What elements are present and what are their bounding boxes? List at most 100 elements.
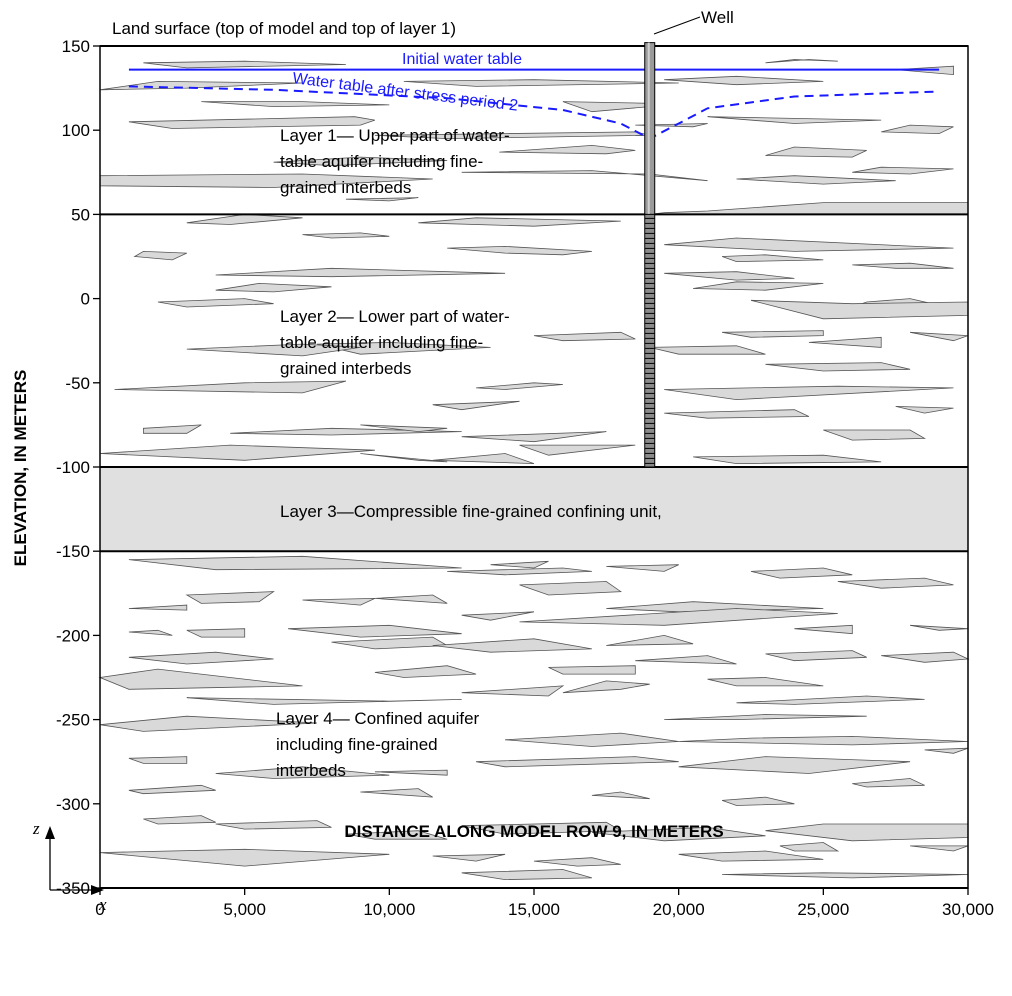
x-tick-label: 0 (95, 900, 104, 919)
interbed-lens (794, 624, 853, 635)
y-tick-label: -150 (56, 542, 90, 561)
land-surface-title: Land surface (top of model and top of la… (112, 19, 456, 38)
interbed-lens (215, 282, 332, 293)
interbed-lens (447, 567, 592, 576)
x-tick-label: 30,000 (942, 900, 994, 919)
interbed-lens (374, 665, 477, 678)
interbed-lens (316, 341, 491, 355)
confining-unit (100, 467, 968, 552)
y-tick-label: -350 (56, 879, 90, 898)
interbed-lens (678, 756, 911, 774)
y-tick-label: -100 (56, 458, 90, 477)
interbed-lens (707, 677, 824, 687)
interbed-lens (447, 245, 592, 256)
y-tick-label: -250 (56, 711, 90, 730)
interbed-lens (490, 560, 549, 569)
interbed-lens (186, 697, 462, 705)
interbed-lens (519, 444, 636, 456)
interbed-lens (736, 695, 925, 705)
layer-4-label: Layer 4— Confined aquifer including fine… (276, 709, 480, 780)
interbed-lens (273, 156, 448, 167)
interbed-lens (302, 598, 376, 606)
interbed-lens (722, 330, 824, 338)
svg-text:grained interbeds: grained interbeds (280, 359, 411, 378)
interbed-lens (649, 202, 969, 215)
z-axis-indicator-label: z (32, 819, 40, 838)
x-tick-label: 20,000 (653, 900, 705, 919)
y-tick-label: 100 (62, 121, 90, 140)
axis-indicator: z x (32, 819, 107, 914)
interbed-lens (722, 872, 969, 879)
interbed-lens (461, 611, 535, 621)
interbed-lens (635, 655, 737, 665)
interbed-lens (201, 101, 390, 108)
interbed-lens (823, 429, 927, 441)
interbed-lens (779, 842, 840, 852)
interbed-lens (765, 59, 838, 64)
interbed-lens (215, 820, 332, 830)
interbed-lens (736, 175, 896, 185)
interbed-lenses (98, 59, 970, 881)
interbed-lens (606, 601, 824, 613)
layer-1-label: Layer 1— Upper part of water- table aqui… (280, 126, 510, 197)
interbed-lens (157, 298, 274, 308)
svg-text:Layer 1— Upper part of water-: Layer 1— Upper part of water- (280, 126, 510, 145)
interbed-lens (910, 845, 969, 852)
interbed-lens (128, 651, 274, 665)
x-tick-label: 5,000 (223, 900, 266, 919)
interbed-lens (133, 250, 187, 261)
layer-3-label: Layer 3—Compressible fine-grained confin… (280, 502, 662, 521)
interbed-lens (750, 299, 969, 320)
y-tick-label: -200 (56, 626, 90, 645)
interbed-lens (533, 857, 621, 867)
interbed-lens (432, 400, 520, 411)
interbed-lens (360, 424, 448, 433)
well (644, 42, 656, 468)
interbed-lens (345, 197, 419, 202)
interbed-lens (721, 796, 795, 806)
interbed-lens (360, 788, 433, 798)
layer-2-label: Layer 2— Lower part of water- table aqui… (280, 307, 510, 378)
interbed-lens (548, 665, 636, 675)
interbed-lens (562, 101, 651, 113)
interbed-lens (99, 715, 318, 732)
interbed-lens (562, 680, 650, 694)
interbed-lens (591, 826, 766, 842)
interbed-lens (649, 345, 766, 355)
well-label: Well (701, 8, 734, 27)
interbed-lens (881, 651, 970, 663)
interbed-lens (215, 766, 390, 779)
interbed-lens (302, 232, 390, 239)
interbed-lens (186, 343, 361, 357)
svg-text:including fine-grained: including fine-grained (276, 735, 438, 754)
interbed-lens (693, 281, 824, 291)
stressed-water-table-line (128, 85, 940, 140)
interbed-lens (128, 756, 188, 764)
interbed-lens (765, 823, 969, 842)
interbed-lens (230, 427, 462, 436)
interbed-lens (678, 735, 969, 746)
interbed-lens (765, 650, 867, 662)
interbed-lens (345, 830, 448, 840)
interbed-lens (403, 79, 679, 87)
interbed-lens (664, 409, 810, 419)
interbed-lens (910, 624, 969, 631)
svg-text:table aquifer including fine-: table aquifer including fine- (280, 152, 483, 171)
interbed-lens (852, 778, 925, 788)
y-tick-label: 150 (62, 37, 90, 56)
interbed-lens (852, 166, 954, 175)
interbed-lens (128, 784, 216, 795)
interbed-lens (924, 747, 969, 754)
interbed-lens (895, 406, 954, 414)
svg-text:Layer 4— Confined aquifer: Layer 4— Confined aquifer (276, 709, 480, 728)
interbed-lens (591, 791, 650, 800)
interbed-lens (99, 848, 390, 867)
interbed-lens (98, 668, 303, 690)
interbed-lens (432, 853, 506, 862)
interbed-lens (808, 336, 882, 348)
y-tick-label: -300 (56, 795, 90, 814)
interbed-lens (837, 577, 954, 589)
x-axis-title: DISTANCE ALONG MODEL ROW 9, IN METERS (344, 822, 723, 841)
interbed-lens (128, 555, 462, 571)
initial-water-table-label: Initial water table (402, 51, 522, 68)
